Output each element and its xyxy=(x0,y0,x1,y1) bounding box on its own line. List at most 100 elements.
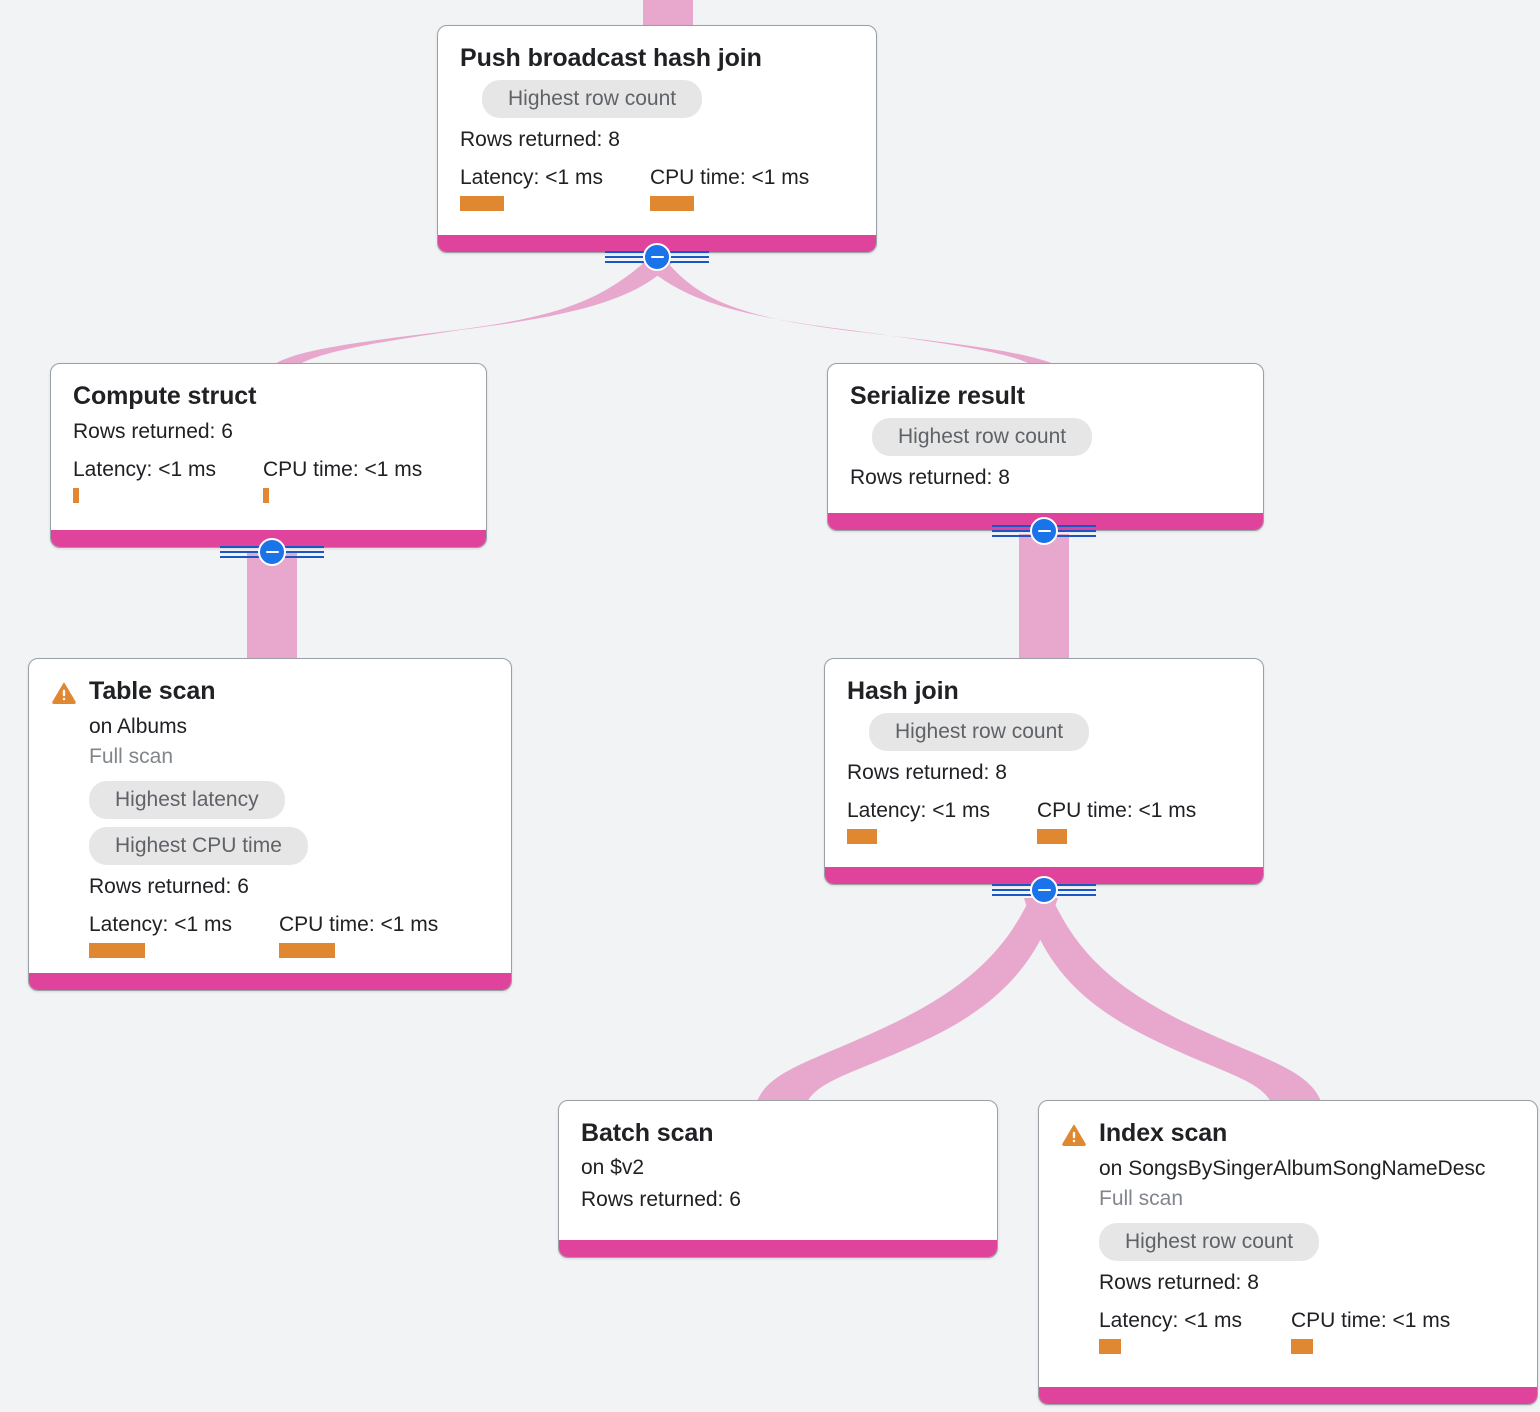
collapse-button-push-broadcast-hash-join[interactable] xyxy=(605,242,709,272)
collapse-button-hash-join[interactable] xyxy=(992,875,1096,905)
plan-node-push-broadcast-hash-join[interactable]: Push broadcast hash join Highest row cou… xyxy=(437,25,877,253)
edge-hash-join-to-batch-scan xyxy=(756,898,1058,1104)
metric-latency-label: Latency: <1 ms xyxy=(89,913,232,937)
metrics-row: Latency: <1 ms CPU time: <1 ms xyxy=(89,913,489,959)
node-body: Hash join Highest row count Rows returne… xyxy=(825,659,1263,858)
plan-node-batch-scan[interactable]: Batch scan on $v2 Rows returned: 6 xyxy=(558,1100,998,1258)
metric-cpu-time: CPU time: <1 ms xyxy=(1037,799,1197,845)
node-footer-bar xyxy=(559,1240,997,1257)
chip-row: Highest row count xyxy=(1099,1215,1515,1262)
node-title: Push broadcast hash join xyxy=(460,44,762,72)
metric-latency: Latency: <1 ms xyxy=(89,913,279,959)
metric-latency: Latency: <1 ms xyxy=(460,166,650,212)
node-header: Compute struct xyxy=(73,382,464,410)
node-header: Batch scan xyxy=(581,1119,975,1147)
metric-latency-bar xyxy=(89,943,145,959)
plan-node-compute-struct[interactable]: Compute struct Rows returned: 6 Latency:… xyxy=(50,363,487,548)
node-footer-bar xyxy=(29,973,511,990)
node-header: Hash join xyxy=(847,677,1241,705)
plan-node-serialize-result[interactable]: Serialize result Highest row count Rows … xyxy=(827,363,1264,531)
rows-returned: Rows returned: 8 xyxy=(1099,1271,1259,1295)
status-badge-highest-row-count: Highest row count xyxy=(869,713,1090,752)
node-header-text: Hash join xyxy=(847,677,959,705)
node-body: Table scan on Albums Full scan Highest l… xyxy=(29,659,511,972)
metric-latency: Latency: <1 ms xyxy=(847,799,1037,845)
node-title: Hash join xyxy=(847,677,959,705)
warning-icon xyxy=(1061,1122,1087,1148)
rows-returned: Rows returned: 6 xyxy=(73,420,233,443)
metric-cpu-time: CPU time: <1 ms xyxy=(263,458,422,503)
metric-latency-label: Latency: <1 ms xyxy=(1099,1309,1242,1333)
rows-returned: Rows returned: 8 xyxy=(850,466,1010,490)
metrics-row: Latency: <1 ms CPU time: <1 ms xyxy=(1099,1309,1515,1355)
node-title: Table scan xyxy=(89,677,216,705)
status-badge-highest-latency: Highest latency xyxy=(89,780,285,820)
node-header: Index scan xyxy=(1061,1119,1515,1148)
node-details: on Albums Full scan Highest latency High… xyxy=(89,712,489,959)
node-footer-bar xyxy=(1039,1387,1537,1404)
minus-icon[interactable] xyxy=(1030,876,1058,904)
node-header-text: Index scan xyxy=(1099,1119,1227,1147)
minus-icon[interactable] xyxy=(643,243,671,271)
node-subtitle: on Albums xyxy=(89,715,188,738)
metric-latency-bar xyxy=(847,829,877,845)
metric-cpu-time-label: CPU time: <1 ms xyxy=(263,458,423,481)
node-footer-bar xyxy=(825,867,1263,884)
metric-cpu-time-label: CPU time: <1 ms xyxy=(1037,799,1197,823)
rows-returned: Rows returned: 8 xyxy=(847,761,1007,785)
node-scan-type: Full scan xyxy=(1099,1187,1184,1211)
minus-icon[interactable] xyxy=(258,538,286,566)
node-header: Table scan xyxy=(51,677,489,706)
edge-hash-join-to-index-scan xyxy=(1024,898,1322,1104)
metric-latency-label: Latency: <1 ms xyxy=(73,458,216,481)
metrics-row: Latency: <1 ms CPU time: <1 ms xyxy=(847,799,1241,845)
node-details: on SongsBySingerAlbumSongNameDesc Full s… xyxy=(1099,1154,1515,1355)
metric-latency-label: Latency: <1 ms xyxy=(847,799,990,823)
collapse-button-compute-struct[interactable] xyxy=(220,537,324,567)
status-badge-highest-cpu-time: Highest CPU time xyxy=(89,827,308,866)
warning-icon xyxy=(51,680,77,706)
edge-serialize-result-to-hash-join xyxy=(1019,534,1069,660)
metric-cpu-time-bar xyxy=(1037,829,1067,845)
node-body: Push broadcast hash join Highest row cou… xyxy=(438,26,876,225)
metric-cpu-time-bar xyxy=(279,943,335,959)
metrics-row: Latency: <1 ms CPU time: <1 ms xyxy=(460,166,854,212)
metric-cpu-time-label: CPU time: <1 ms xyxy=(650,166,810,190)
node-header: Serialize result xyxy=(850,382,1241,410)
metric-cpu-time: CPU time: <1 ms xyxy=(1291,1309,1450,1355)
metric-cpu-time-bar xyxy=(263,488,269,503)
node-body: Batch scan on $v2 Rows returned: 6 xyxy=(559,1101,997,1230)
node-title: Compute struct xyxy=(73,382,257,410)
plan-node-index-scan[interactable]: Index scan on SongsBySingerAlbumSongName… xyxy=(1038,1100,1538,1405)
rows-returned: Rows returned: 6 xyxy=(89,875,249,899)
chip-row-latency: Highest latency xyxy=(89,773,489,820)
edge-into-root xyxy=(643,0,693,26)
chip-row: Highest row count xyxy=(872,410,1241,457)
node-header-text: Compute struct xyxy=(73,382,256,410)
collapse-button-serialize-result[interactable] xyxy=(992,516,1096,546)
node-body: Index scan on SongsBySingerAlbumSongName… xyxy=(1039,1101,1537,1368)
node-title: Batch scan xyxy=(581,1119,714,1147)
metric-latency: Latency: <1 ms xyxy=(1099,1309,1291,1355)
metric-cpu-time-bar xyxy=(1291,1339,1313,1355)
rows-returned: Rows returned: 6 xyxy=(581,1188,741,1212)
metric-cpu-time-bar xyxy=(650,196,694,212)
node-subtitle: on $v2 xyxy=(581,1156,645,1179)
edge-root-to-serialize-result xyxy=(640,262,1058,366)
edge-root-to-compute-struct xyxy=(272,262,673,366)
node-header-text: Table scan xyxy=(89,677,215,705)
status-badge-highest-row-count: Highest row count xyxy=(482,80,703,119)
node-header-text: Push broadcast hash join xyxy=(460,44,762,72)
chip-row: Highest row count xyxy=(482,72,854,119)
node-header-text: Batch scan xyxy=(581,1119,713,1147)
rows-returned: Rows returned: 8 xyxy=(460,128,620,152)
minus-icon[interactable] xyxy=(1030,517,1058,545)
metric-latency-bar xyxy=(73,488,79,503)
node-subtitle: on SongsBySingerAlbumSongNameDesc xyxy=(1099,1157,1486,1180)
plan-node-hash-join[interactable]: Hash join Highest row count Rows returne… xyxy=(824,658,1264,885)
metric-cpu-time-label: CPU time: <1 ms xyxy=(279,913,439,937)
node-body: Serialize result Highest row count Rows … xyxy=(828,364,1263,504)
chip-row-cpu: Highest CPU time xyxy=(89,819,489,866)
plan-node-table-scan[interactable]: Table scan on Albums Full scan Highest l… xyxy=(28,658,512,991)
